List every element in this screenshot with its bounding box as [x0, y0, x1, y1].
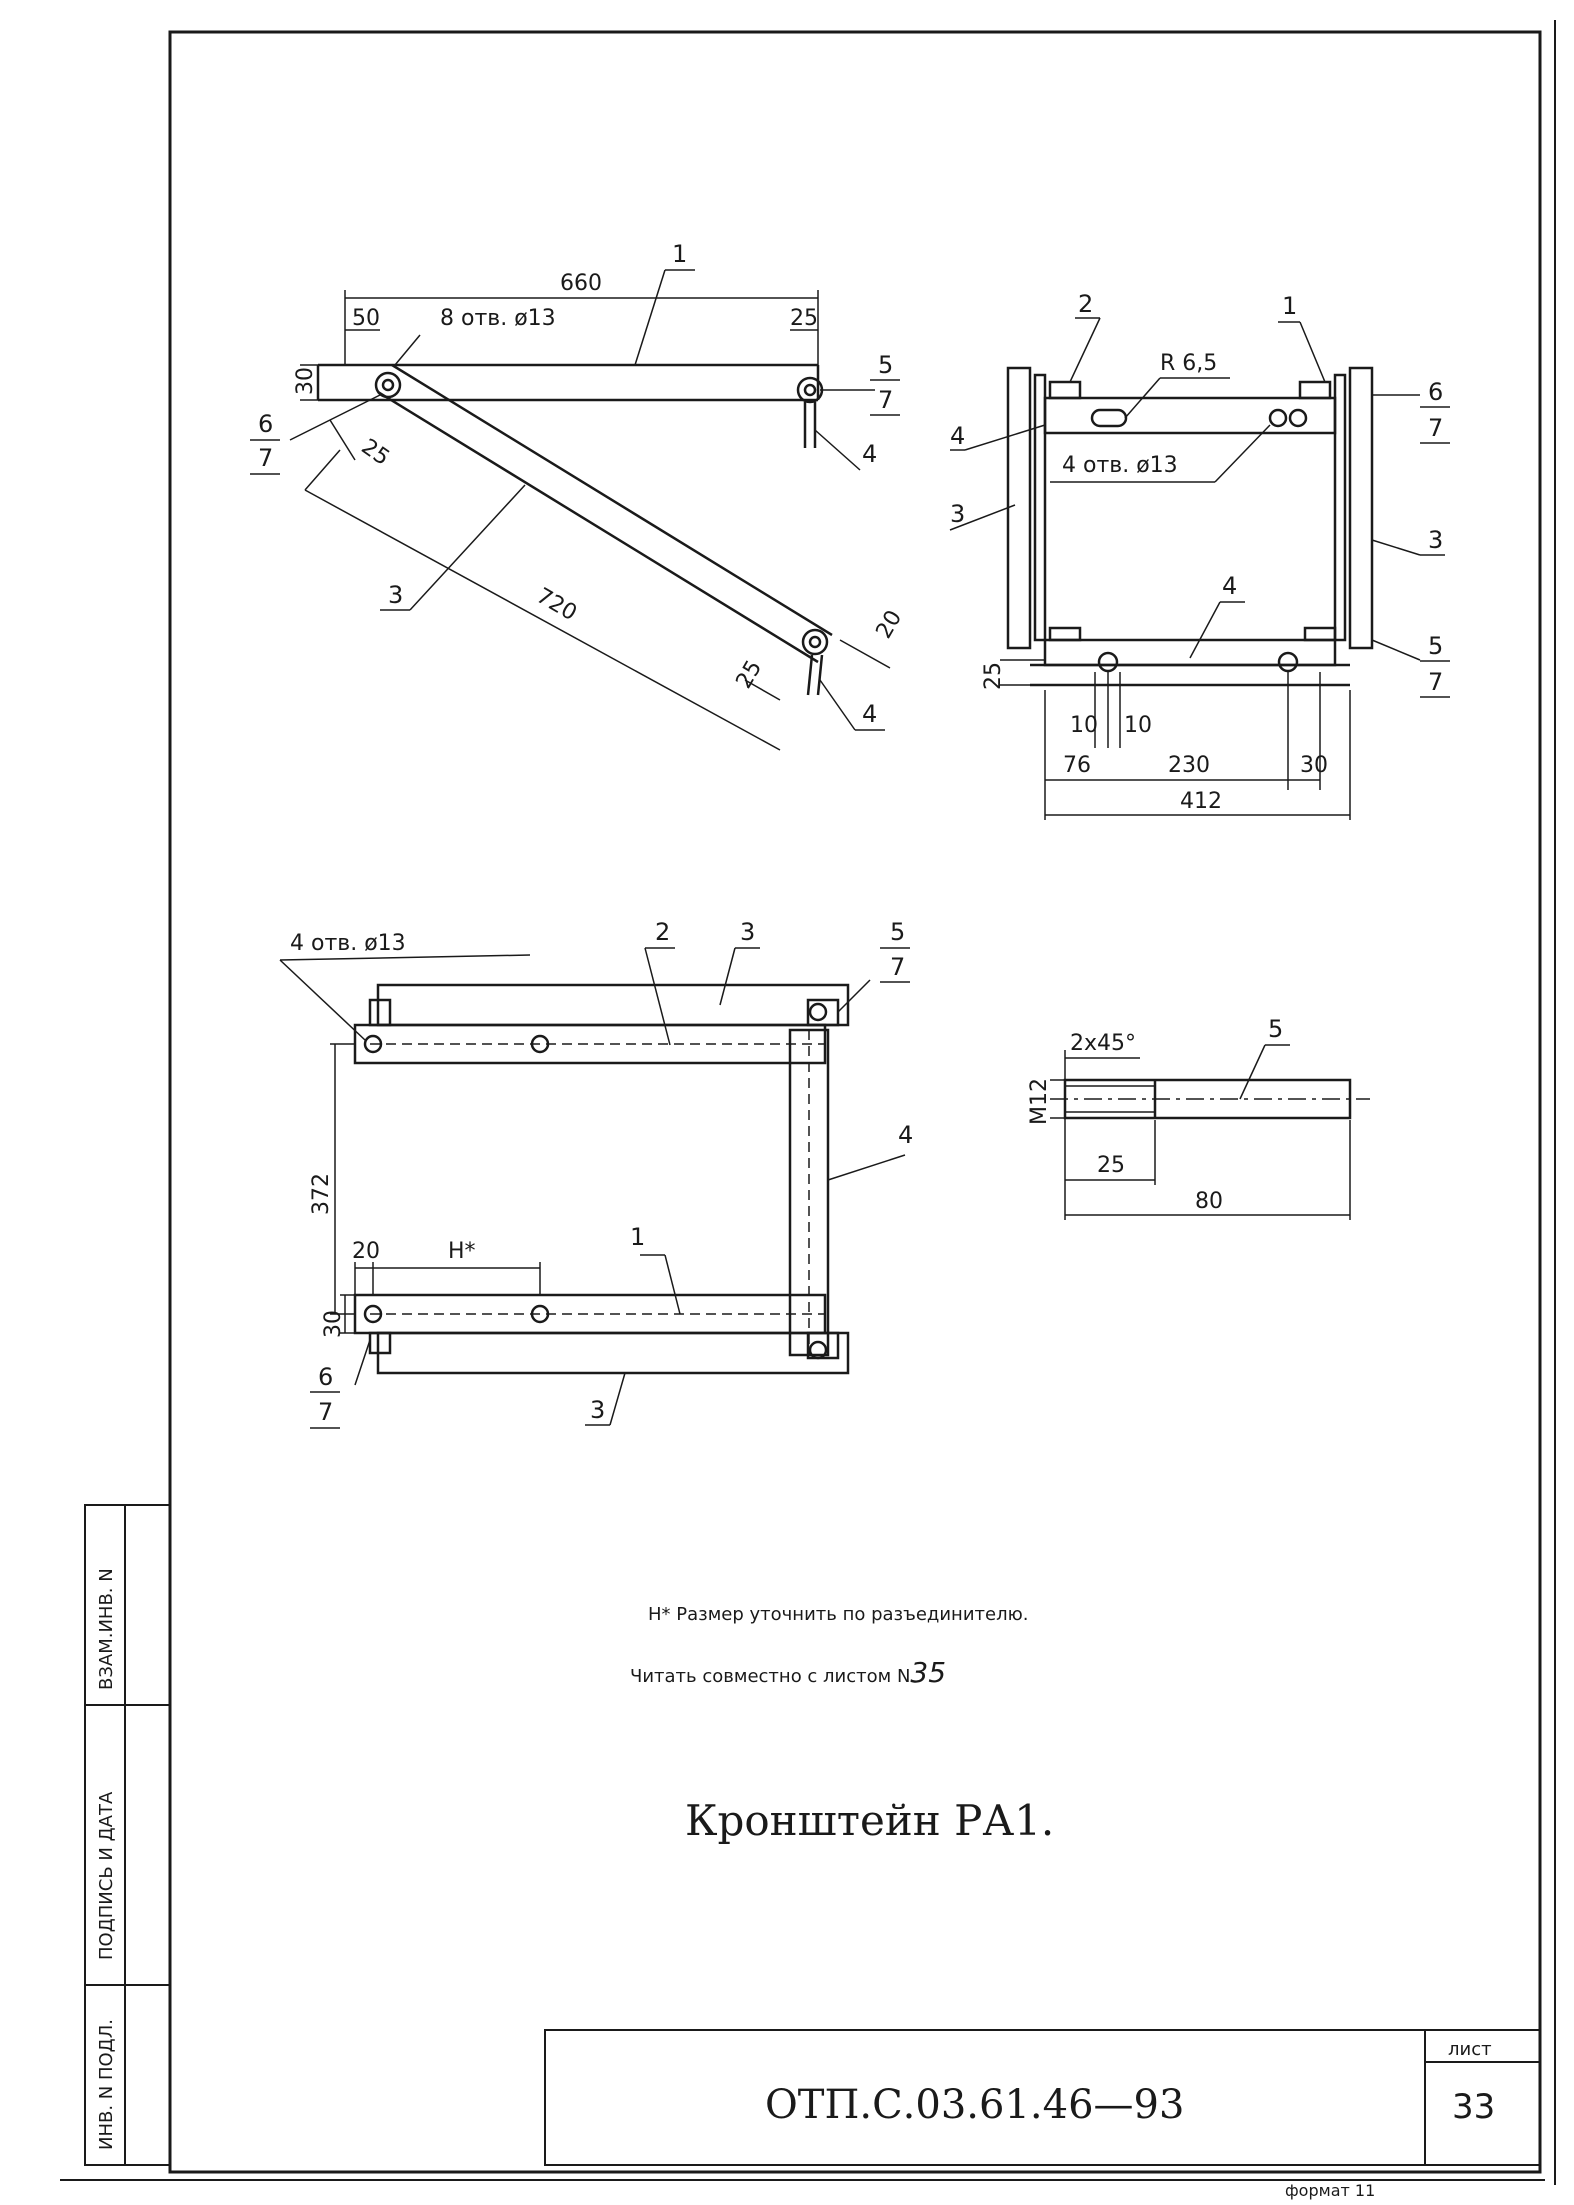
v2-callout-3-right: 3	[1428, 526, 1443, 554]
v1-callout-1: 1	[672, 240, 687, 268]
sheet-frame	[60, 20, 1556, 2185]
v2-holes-note: 4 отв. ø13	[1062, 453, 1178, 478]
note-line-2: Читать совместно с листом N35	[630, 1656, 946, 1689]
v3-dim-372: 372	[309, 1173, 334, 1215]
stamp-exchange-inv-label: ВЗАМ.ИНВ. N	[96, 1568, 117, 1690]
v1-dim-25-bottom: 25	[732, 656, 768, 693]
v3-callout-6: 6	[318, 1363, 333, 1391]
v4-dim-80: 80	[1195, 1189, 1223, 1214]
v2-dim-76: 76	[1063, 753, 1091, 778]
title-block	[544, 2029, 1541, 2166]
view-front	[949, 317, 1445, 820]
v2-dim-30: 30	[1300, 753, 1328, 778]
v2-callout-4-left: 4	[950, 422, 965, 450]
v1-callout-4: 4	[862, 440, 877, 468]
v2-dim-10a: 10	[1070, 713, 1098, 738]
v2-callout-5: 5	[1428, 632, 1443, 660]
v2-callout-3-left: 3	[950, 500, 965, 528]
v3-dim-20: 20	[352, 1239, 380, 1264]
v1-callout-5-ref: 7	[878, 386, 893, 414]
note-sheet-ref: 35	[910, 1656, 946, 1689]
v2-callout-5-ref: 7	[1428, 668, 1443, 696]
v4-dim-25: 25	[1097, 1153, 1125, 1178]
v3-callout-5: 5	[890, 918, 905, 946]
v1-dim-25-left: 25	[357, 434, 394, 471]
v3-callout-5-ref: 7	[890, 953, 905, 981]
v2-dim-10b: 10	[1124, 713, 1152, 738]
v3-callout-3-bottom: 3	[590, 1396, 605, 1424]
v1-callout-6-ref: 7	[258, 444, 273, 472]
v1-callout-5: 5	[878, 351, 893, 379]
v2-dim-25: 25	[981, 662, 1006, 690]
v3-callout-3-top: 3	[740, 918, 755, 946]
v2-callout-6: 6	[1428, 378, 1443, 406]
drawing-title: Кронштейн РА1.	[685, 1796, 1054, 1845]
v3-callout-1: 1	[630, 1223, 645, 1251]
v1-dim-20: 20	[872, 606, 908, 643]
note-line-1: Н* Размер уточнить по разъединителю.	[648, 1604, 1028, 1625]
v4-dim-chamfer: 2x45°	[1070, 1031, 1136, 1056]
document-designation: ОТП.С.03.61.46—93	[765, 2082, 1184, 2128]
v2-dim-r65: R 6,5	[1160, 351, 1217, 376]
v3-callout-2: 2	[655, 918, 670, 946]
v1-dim-25-top: 25	[790, 306, 818, 331]
v1-callout-6: 6	[258, 410, 273, 438]
v3-holes-note: 4 отв. ø13	[290, 931, 406, 956]
v2-dim-230: 230	[1168, 753, 1210, 778]
v1-dim-30: 30	[293, 367, 318, 395]
v2-dim-412: 412	[1180, 789, 1222, 814]
sheet-label: лист	[1448, 2039, 1492, 2060]
sheet-number: 33	[1452, 2087, 1495, 2127]
v1-dim-50: 50	[352, 306, 380, 331]
side-stamp	[84, 1504, 171, 2166]
v4-dim-thread: М12	[1027, 1078, 1052, 1125]
view-plan	[279, 947, 906, 1426]
v2-callout-6-ref: 7	[1428, 414, 1443, 442]
v1-holes-note: 8 отв. ø13	[440, 306, 556, 331]
view-bolt	[1050, 1044, 1370, 1220]
v3-dim-h: Н*	[448, 1239, 476, 1264]
stamp-original-inv-label: ИНВ. N ПОДЛ.	[96, 2019, 117, 2150]
format-label: формат 11	[1285, 2181, 1375, 2200]
v3-callout-frames	[250, 379, 1450, 1429]
v1-dim-660: 660	[560, 271, 602, 296]
stamp-signature-date-label: ПОДПИСЬ И ДАТА	[96, 1791, 117, 1960]
v2-callout-2: 2	[1078, 290, 1093, 318]
v3-callout-6-ref: 7	[318, 1398, 333, 1426]
v2-callout-1: 1	[1282, 292, 1297, 320]
v1-callout-3: 3	[388, 581, 403, 609]
view-side	[289, 269, 891, 751]
v3-dim-30: 30	[321, 1310, 346, 1338]
v4-callout-5: 5	[1268, 1015, 1283, 1043]
v3-callout-4: 4	[898, 1121, 913, 1149]
v1-callout-4b: 4	[862, 700, 877, 728]
v1-dim-720: 720	[532, 584, 581, 627]
v2-callout-4-bottom: 4	[1222, 572, 1237, 600]
